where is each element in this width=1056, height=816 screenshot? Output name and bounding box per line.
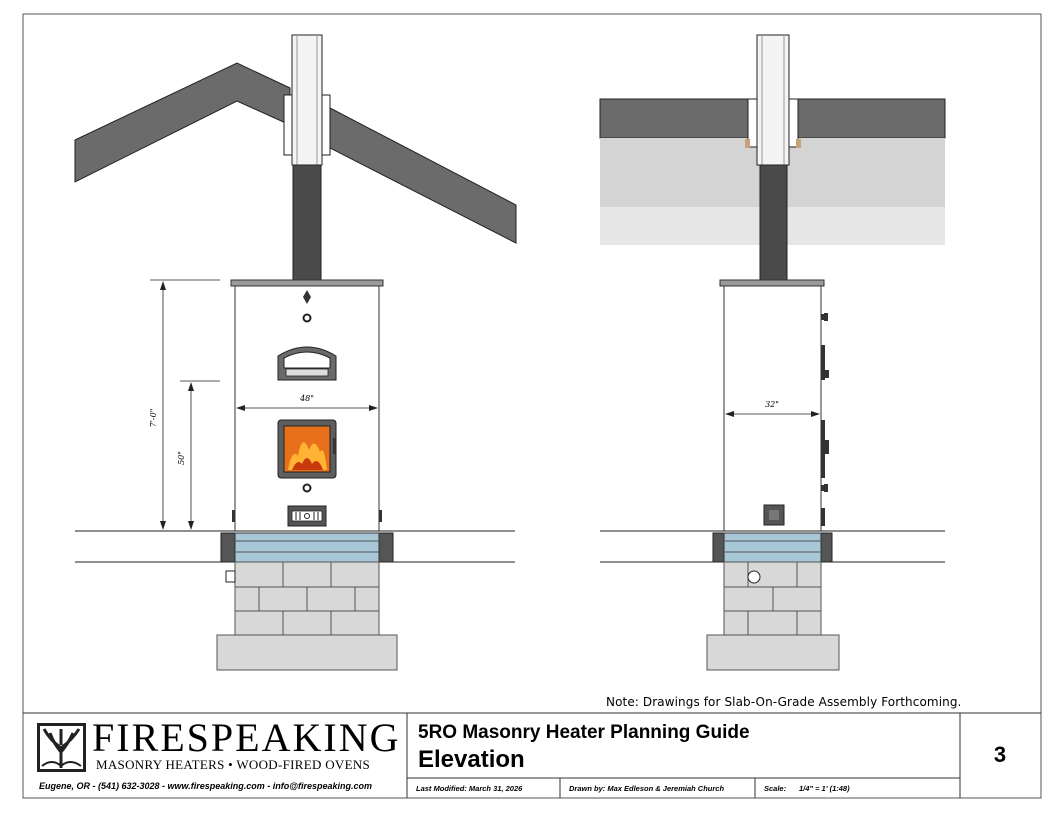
- damper-handle: [303, 290, 311, 304]
- side-footing: [706, 634, 840, 671]
- logo-wordmark: FIRESPEAKING: [92, 715, 401, 760]
- front-footing: [216, 634, 398, 671]
- contact-line: Eugene, OR - (541) 632-3028 - www.firesp…: [39, 781, 373, 791]
- front-roof-left: [74, 62, 291, 183]
- front-heater-body: [234, 285, 380, 532]
- logo-tagline: MASONRY HEATERS • WOOD-FIRED OVENS: [96, 757, 371, 772]
- page-number: 3: [993, 742, 1007, 767]
- scale-label: Scale:: [764, 784, 787, 793]
- dim-front-width: [236, 405, 378, 411]
- sheet-border: [22, 13, 1042, 799]
- ash-door: [287, 505, 327, 527]
- dim-mid-height: [180, 380, 220, 530]
- front-roof-right: [329, 107, 517, 244]
- front-cap: [230, 279, 384, 287]
- front-knob-bottom: [302, 483, 312, 493]
- drawn-by: Drawn by: Max Edleson & Jeremiah Church: [569, 784, 725, 793]
- drawing-note: Note: Drawings for Slab-On-Grade Assembl…: [606, 695, 962, 709]
- side-cap: [719, 279, 825, 287]
- sheet-title: Elevation: [418, 746, 525, 773]
- dim-side-depth: [725, 411, 820, 417]
- side-cleanout: [747, 570, 761, 584]
- logo-emblem: [37, 723, 86, 772]
- guide-title: 5RO Masonry Heater Planning Guide: [418, 722, 750, 743]
- dim-label-overall-height: 7'-0": [149, 409, 158, 428]
- dim-overall-height: [150, 279, 220, 532]
- scale-value: 1/4" = 1' (1:48): [799, 784, 850, 793]
- front-flue-pipe: [292, 164, 322, 281]
- dim-label-front-width: 48": [299, 394, 314, 403]
- front-elevation: 7'-0" 50" 48": [74, 34, 517, 671]
- side-elevation: 32": [599, 34, 946, 671]
- dim-label-mid-height: 50": [177, 451, 186, 465]
- last-modified: Last Modified: March 31, 2026: [416, 784, 523, 793]
- side-flue-pipe: [759, 164, 788, 281]
- side-heater-body: [723, 285, 822, 532]
- side-insulation-band: [723, 532, 822, 563]
- bake-oven-door: [277, 346, 337, 381]
- front-knob-top: [302, 313, 312, 323]
- firebox-door: [277, 419, 337, 479]
- dim-label-side-depth: 32": [765, 400, 779, 409]
- title-block-frame: [23, 712, 1041, 798]
- front-insulation-band: [234, 532, 380, 563]
